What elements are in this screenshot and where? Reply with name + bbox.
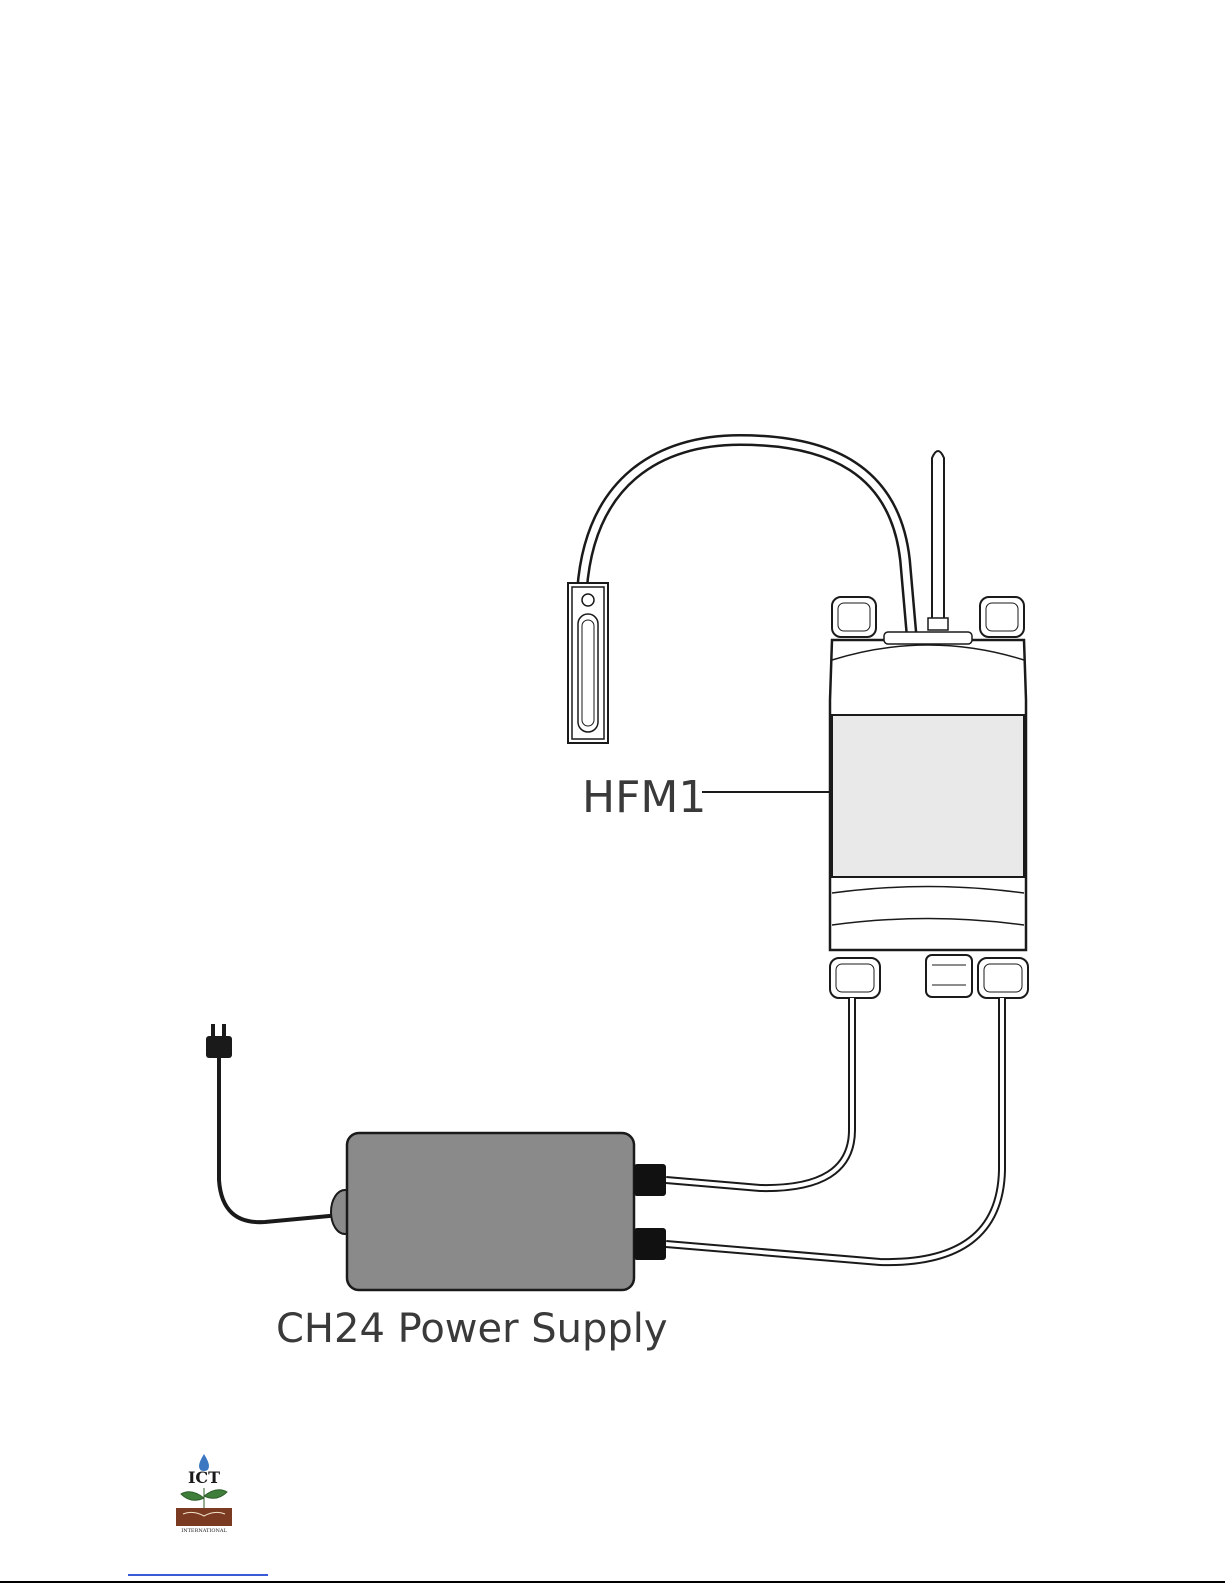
antenna <box>928 451 948 630</box>
supply-port-2 <box>634 1228 666 1260</box>
mains-cord <box>219 1058 340 1222</box>
ch24-power-supply <box>331 1133 666 1290</box>
power-supply-label: CH24 Power Supply <box>276 1306 668 1352</box>
power-supply-box <box>347 1133 634 1290</box>
footer-link-underline[interactable] <box>128 1574 268 1576</box>
device-label: HFM1 <box>582 772 706 823</box>
bottom-middle-connector <box>926 955 972 997</box>
supply-port-1 <box>634 1164 666 1196</box>
leaf-icon <box>181 1488 227 1508</box>
ict-international-logo: ICT INTERNATIONAL <box>173 1452 235 1534</box>
footer-divider <box>0 1581 1225 1583</box>
hfm1-device <box>830 597 1028 998</box>
logo-subtitle: INTERNATIONAL <box>181 1528 227 1534</box>
device-label-band <box>832 715 1024 877</box>
logo-abbrev: ICT <box>188 1468 220 1487</box>
power-cables <box>666 998 1002 1262</box>
mains-plug <box>206 1024 340 1222</box>
soil-band <box>176 1508 232 1526</box>
